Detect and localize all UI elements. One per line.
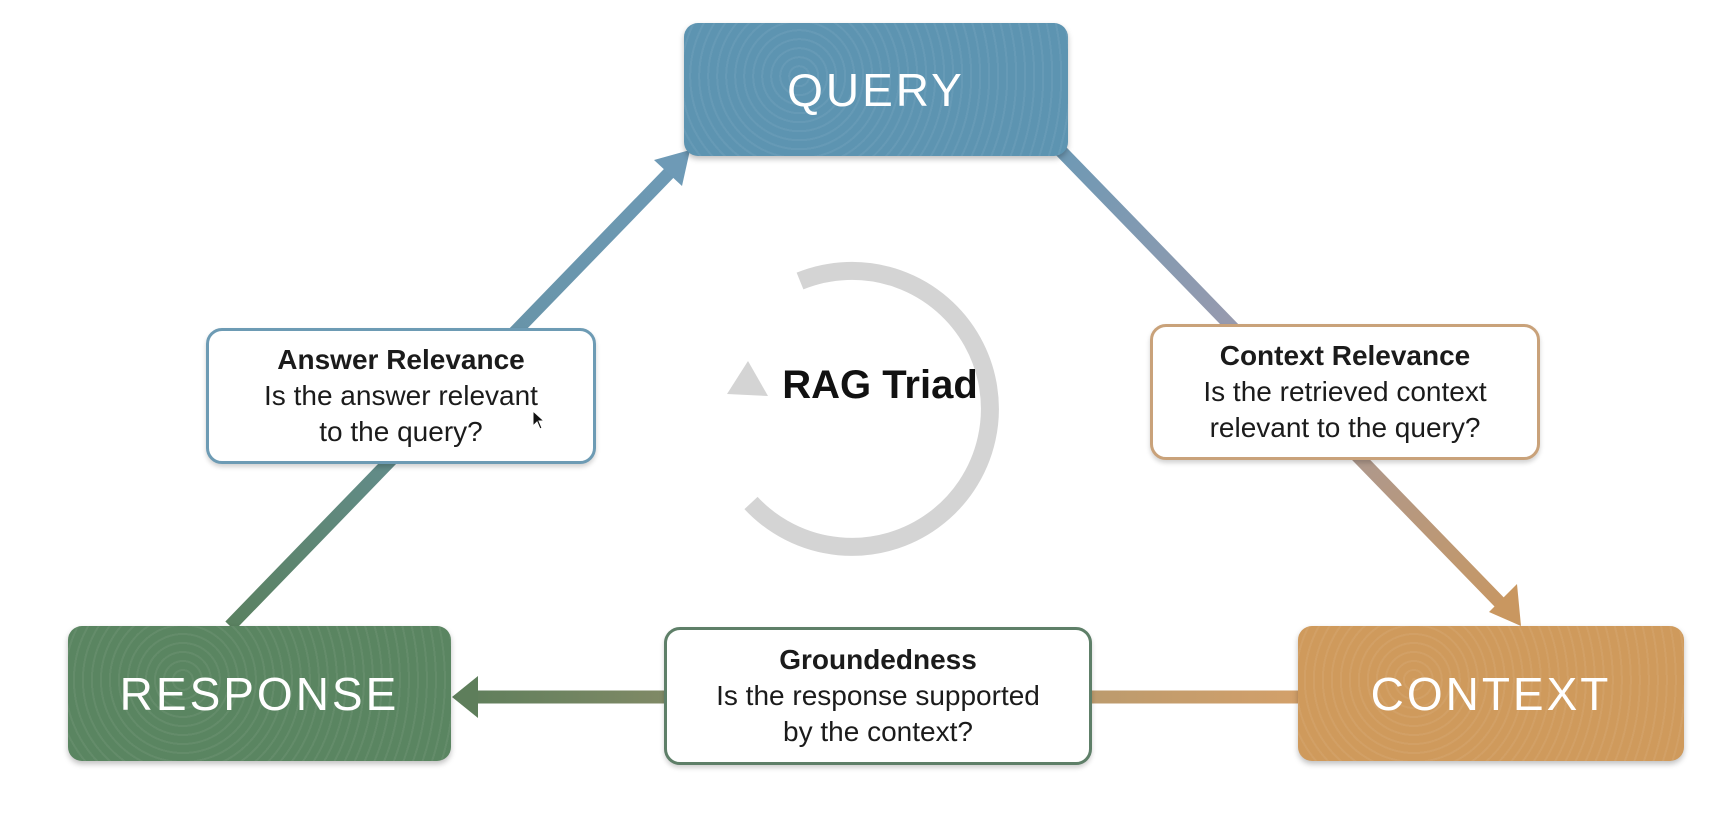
query-label: QUERY [787,63,965,116]
context-relevance-line2: relevant to the query? [1209,412,1481,443]
context-relevance-title: Context Relevance [1219,340,1471,371]
response-label: RESPONSE [119,667,400,720]
groundedness-card: Groundedness Is the response supported b… [664,627,1092,765]
context-relevance-card: Context Relevance Is the retrieved conte… [1150,324,1540,460]
groundedness-title: Groundedness [779,644,977,675]
context-label: CONTEXT [1370,667,1612,720]
arrowhead-to-query [654,150,690,186]
context-node: CONTEXT [1298,626,1684,761]
groundedness-line2: by the context? [783,716,973,747]
query-node: QUERY [684,23,1068,156]
response-node: RESPONSE [68,626,451,761]
answer-relevance-title: Answer Relevance [277,344,525,375]
cycle-icon [727,261,999,556]
answer-relevance-card: Answer Relevance Is the answer relevant … [206,328,596,464]
arrowhead-to-context [1489,584,1521,626]
groundedness-line1: Is the response supported [716,680,1040,711]
rag-triad-label: RAG Triad [782,363,978,407]
context-relevance-line1: Is the retrieved context [1203,376,1487,407]
answer-relevance-line1: Is the answer relevant [264,380,538,411]
answer-relevance-line2: to the query? [319,416,483,447]
arrowhead-to-response [452,676,478,718]
mouse-cursor-icon [532,410,546,430]
